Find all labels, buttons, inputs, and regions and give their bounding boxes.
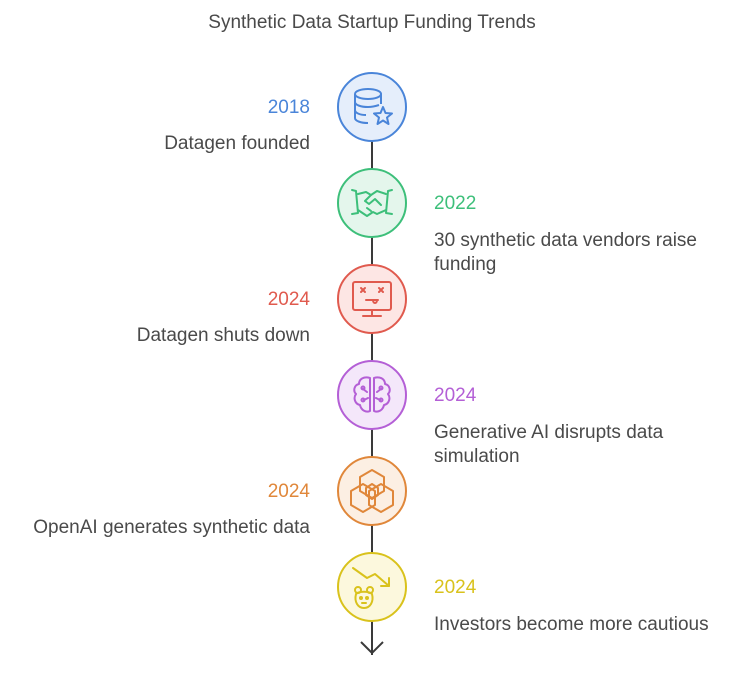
event-year-2: 2022	[434, 193, 477, 214]
event-year-3: 2024	[267, 289, 310, 310]
bear-market-icon	[352, 567, 390, 609]
event-text-4: Generative AI disrupts data simulation	[434, 422, 664, 467]
event-year-6: 2024	[434, 577, 477, 598]
diagram-title: Synthetic Data Startup Funding Trends	[208, 12, 536, 33]
timeline-arrowhead	[360, 641, 384, 655]
database-star-icon	[354, 88, 393, 125]
event-node-5	[337, 456, 407, 526]
event-text-2: 30 synthetic data vendors raise funding	[434, 230, 697, 275]
event-text-6: Investors become more cautious	[434, 614, 709, 635]
brain-circuit-icon	[353, 376, 391, 413]
event-year-5: 2024	[267, 481, 310, 502]
openai-logo-icon	[350, 469, 394, 513]
broken-monitor-icon	[352, 281, 392, 317]
event-year-1: 2018	[267, 97, 310, 118]
event-node-4	[337, 360, 407, 430]
event-text-5: OpenAI generates synthetic data	[33, 517, 310, 538]
event-node-3	[337, 264, 407, 334]
event-text-1: Datagen founded	[164, 133, 310, 154]
handshake-icon	[351, 189, 393, 217]
event-node-6	[337, 552, 407, 622]
event-text-3: Datagen shuts down	[136, 325, 310, 346]
event-node-2	[337, 168, 407, 238]
event-year-4: 2024	[434, 385, 477, 406]
event-node-1	[337, 72, 407, 142]
